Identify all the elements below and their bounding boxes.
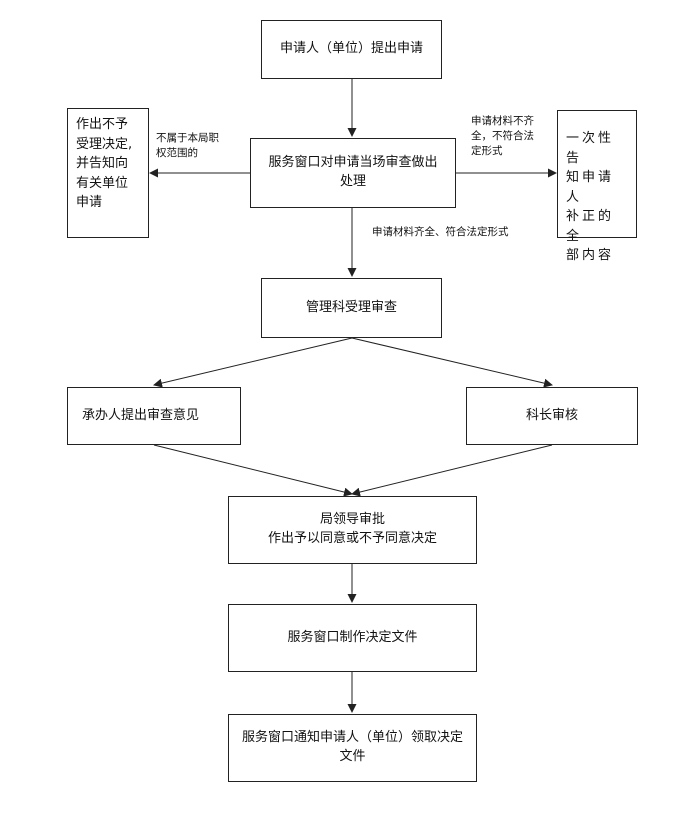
node-window-review-line1: 服务窗口对申请当场审查做出 xyxy=(268,155,438,171)
edge-label-complete: 申请材料齐全、符合法定形式 xyxy=(372,225,509,240)
node-handler-opinion: 承办人提出审查意见 xyxy=(67,387,241,445)
node-apply-label: 申请人（单位）提出申请 xyxy=(279,41,423,57)
node-not-accept-line3: 并告知向 xyxy=(76,156,129,171)
edge-label-incomplete-line3: 定形式 xyxy=(471,145,503,158)
arrow-dept-to-handler xyxy=(153,337,353,388)
node-dept-review-label: 管理科受理审查 xyxy=(305,299,397,315)
node-notify-supplement: 一次性告 知申请人 补正的全 部内容 xyxy=(557,110,637,263)
arrow-handler-to-leader xyxy=(153,444,353,497)
node-supplement-line4: 部内容 xyxy=(566,248,615,263)
node-chief-review-label: 科长审核 xyxy=(525,407,578,423)
node-not-accept-line5: 申请 xyxy=(76,195,103,210)
node-make-decision: 服务窗口制作决定文件 xyxy=(228,604,477,672)
node-leader-approve: 局领导审批 作出予以同意或不予同意决定 xyxy=(228,496,477,564)
node-supplement-line3: 补正的全 xyxy=(566,209,615,244)
arrow-chief-to-leader xyxy=(351,444,553,497)
node-notify-collect: 服务窗口通知申请人（单位）领取决定 文件 xyxy=(228,714,477,782)
node-not-accept-line1: 作出不予 xyxy=(76,117,129,132)
node-leader-approve-line2: 作出予以同意或不予同意决定 xyxy=(267,531,437,546)
node-window-review: 服务窗口对申请当场审查做出 处理 xyxy=(250,138,456,208)
node-not-accept-line2: 受理决定, xyxy=(76,136,133,152)
edge-label-out-of-scope: 不属于本局职 权范围的 xyxy=(156,131,219,161)
edge-label-incomplete: 申请材料不齐 全，不符合法 定形式 xyxy=(471,114,534,160)
node-handler-opinion-label: 承办人提出审查意见 xyxy=(82,407,200,423)
node-apply: 申请人（单位）提出申请 xyxy=(261,20,442,79)
node-supplement-line2: 知申请人 xyxy=(566,170,615,205)
node-not-accept: 作出不予 受理决定, 并告知向 有关单位 申请 xyxy=(67,108,149,238)
edge-label-incomplete-line1: 申请材料不齐 xyxy=(471,115,534,127)
edge-label-incomplete-line2: 全，不符合法 xyxy=(471,130,534,143)
arrow-dept-to-chief xyxy=(351,337,553,388)
node-notify-collect-line1: 服务窗口通知申请人（单位）领取决定 xyxy=(241,730,463,746)
edge-label-out-of-scope-line2: 权范围的 xyxy=(156,147,198,160)
node-leader-approve-line1: 局领导审批 xyxy=(319,512,385,528)
node-make-decision-label: 服务窗口制作决定文件 xyxy=(287,629,418,645)
edge-label-out-of-scope-line1: 不属于本局职 xyxy=(156,132,219,144)
node-window-review-line2: 处理 xyxy=(339,174,366,189)
node-not-accept-line4: 有关单位 xyxy=(76,175,129,191)
node-notify-collect-line2: 文件 xyxy=(339,749,366,764)
node-supplement-line1: 一次性告 xyxy=(566,131,615,166)
node-dept-review: 管理科受理审查 xyxy=(261,278,442,338)
edge-label-complete-text: 申请材料齐全、符合法定形式 xyxy=(372,226,509,238)
node-chief-review: 科长审核 xyxy=(466,387,638,445)
